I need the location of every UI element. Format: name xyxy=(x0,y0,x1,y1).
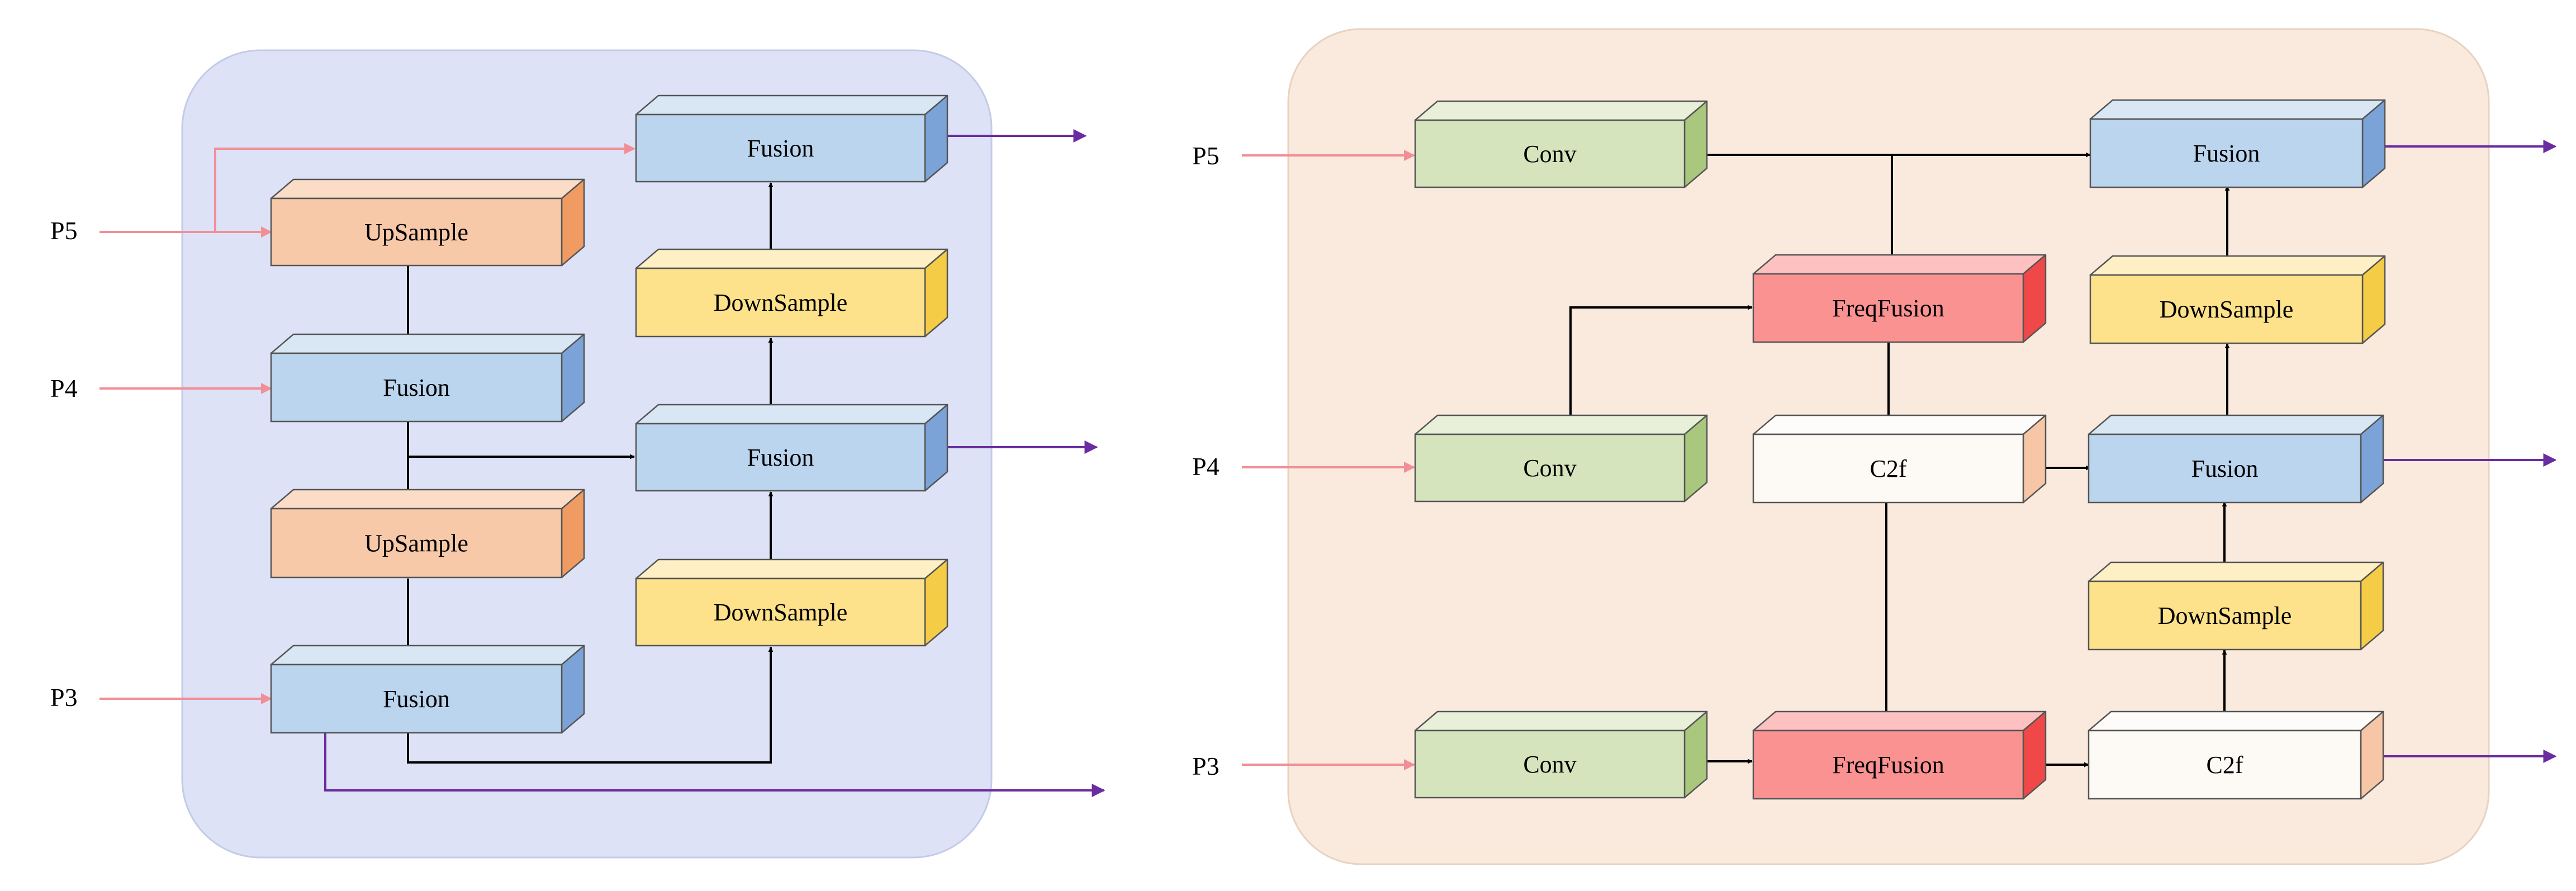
left-blocks: UpSampleFusionUpSampleFusionDownSampleFu… xyxy=(270,94,948,734)
fusion-block-top-label: Fusion xyxy=(2193,140,2260,167)
freqfusion-block-1-top-face xyxy=(1752,254,2047,275)
upsample-block-1-top-face xyxy=(270,178,585,200)
downsample-block-2-top-face xyxy=(635,248,948,269)
conv-block-p5: Conv xyxy=(1414,100,1708,188)
fusion-block-mid-top-face xyxy=(2088,414,2384,435)
fusion-block-top: Fusion xyxy=(2089,99,2386,188)
conv-block-p3-front-face xyxy=(1414,729,1686,799)
fusion-block-2-top-face xyxy=(270,644,585,666)
conv-block-p3-top-face xyxy=(1414,710,1708,732)
freqfusion-block-2-top-face xyxy=(1752,710,2047,732)
fusion-block-2-label: Fusion xyxy=(383,685,450,713)
downsample-block-high: DownSample xyxy=(2089,255,2386,344)
c2f-block-2-label: C2f xyxy=(2207,751,2243,779)
left-input-label-p4: P4 xyxy=(50,374,78,402)
c2f-block-1-label: C2f xyxy=(1870,455,1907,482)
fusion-block-mid-label: Fusion xyxy=(2191,455,2259,482)
c2f-block-1-front-face xyxy=(1752,433,2024,504)
left-output-bottom xyxy=(324,733,1106,797)
fusion-block-3-front-face xyxy=(635,423,926,492)
conv-block-p3-label: Conv xyxy=(1523,751,1576,778)
left-diagram: P5 P4 P3 UpSampleFusionUpSampleFusionDow… xyxy=(50,49,1106,859)
conv-block-p3: Conv xyxy=(1414,710,1708,799)
conv-block-p4-label: Conv xyxy=(1523,454,1576,482)
fusion-block-top-top-face xyxy=(2089,99,2386,120)
upsample-block-1-label: UpSample xyxy=(364,219,468,246)
fusion-block-4-front-face xyxy=(635,113,926,183)
upsample-block-2-front-face xyxy=(270,508,563,579)
left-flow-edges xyxy=(405,182,774,764)
fusion-block-1: Fusion xyxy=(270,333,585,423)
left-input-label-p5: P5 xyxy=(50,216,78,245)
left-input-arrows xyxy=(99,143,635,704)
downsample-block-1-front-face xyxy=(635,577,926,647)
left-output-arrows xyxy=(324,129,1106,797)
downsample-block-2-label: DownSample xyxy=(714,289,848,316)
upsample-block-1-front-face xyxy=(270,197,563,267)
downsample-block-1: DownSample xyxy=(635,558,948,647)
freqfusion-block-1-label: FreqFusion xyxy=(1832,295,1944,322)
fusion-block-4-label: Fusion xyxy=(747,135,814,162)
downsample-block-low-front-face xyxy=(2088,580,2362,651)
conv-block-p4: Conv xyxy=(1414,414,1708,503)
freqfusion-block-1: FreqFusion xyxy=(1752,254,2047,343)
right-input-label-p5: P5 xyxy=(1192,141,1220,170)
conv-block-p4-front-face xyxy=(1414,433,1686,503)
fusion-block-2: Fusion xyxy=(270,644,585,734)
conv-block-p5-label: Conv xyxy=(1523,140,1576,168)
c2f-block-2-front-face xyxy=(2088,729,2362,800)
freqfusion-block-1-front-face xyxy=(1752,273,2024,343)
edge-conv4-freqfusion1 xyxy=(1569,305,1753,415)
conv-block-p5-front-face xyxy=(1414,119,1686,188)
fusion-block-1-label: Fusion xyxy=(383,374,450,401)
freqfusion-block-2-front-face xyxy=(1752,729,2024,800)
upsample-block-2-label: UpSample xyxy=(364,530,468,557)
conv-block-p4-top-face xyxy=(1414,414,1708,435)
fusion-block-top-front-face xyxy=(2089,118,2364,188)
downsample-block-1-label: DownSample xyxy=(714,599,848,626)
downsample-block-2-front-face xyxy=(635,267,926,338)
upsample-block-1: UpSample xyxy=(270,178,585,267)
downsample-block-high-label: DownSample xyxy=(2160,296,2294,323)
downsample-block-high-front-face xyxy=(2089,274,2364,344)
fusion-block-2-front-face xyxy=(270,663,563,734)
freqfusion-block-2: FreqFusion xyxy=(1752,710,2047,800)
right-input-label-p3: P3 xyxy=(1192,752,1220,780)
upsample-block-2: UpSample xyxy=(270,489,585,579)
freqfusion-block-2-label: FreqFusion xyxy=(1832,751,1944,779)
edge-fusion2-downsample1 xyxy=(407,647,774,764)
downsample-block-1-top-face xyxy=(635,558,948,580)
conv-block-p5-top-face xyxy=(1414,100,1708,121)
downsample-block-low-label: DownSample xyxy=(2158,602,2292,629)
fusion-block-3-top-face xyxy=(635,404,948,425)
fusion-block-1-front-face xyxy=(270,352,563,423)
fusion-block-3-label: Fusion xyxy=(747,444,814,471)
left-p5-to-top-fusion-arrow xyxy=(214,143,635,232)
fusion-block-4: Fusion xyxy=(635,94,948,183)
c2f-block-1: C2f xyxy=(1752,414,2047,504)
right-output-arrows xyxy=(2367,140,2557,763)
c2f-block-1-top-face xyxy=(1752,414,2047,435)
fusion-block-3: Fusion xyxy=(635,404,948,492)
left-input-label-p3: P3 xyxy=(50,683,78,712)
downsample-block-low-top-face xyxy=(2088,561,2384,582)
downsample-block-low: DownSample xyxy=(2088,561,2384,651)
right-input-label-p4: P4 xyxy=(1192,452,1220,481)
fusion-block-mid: Fusion xyxy=(2088,414,2384,504)
fusion-block-4-top-face xyxy=(635,94,948,116)
upsample-block-2-top-face xyxy=(270,489,585,510)
right-input-arrows xyxy=(1242,150,1415,770)
downsample-block-high-top-face xyxy=(2089,255,2386,276)
c2f-block-2-top-face xyxy=(2088,710,2384,732)
c2f-block-2: C2f xyxy=(2088,710,2384,800)
downsample-block-2: DownSample xyxy=(635,248,948,338)
fusion-block-1-top-face xyxy=(270,333,585,354)
fusion-block-mid-front-face xyxy=(2088,433,2362,504)
